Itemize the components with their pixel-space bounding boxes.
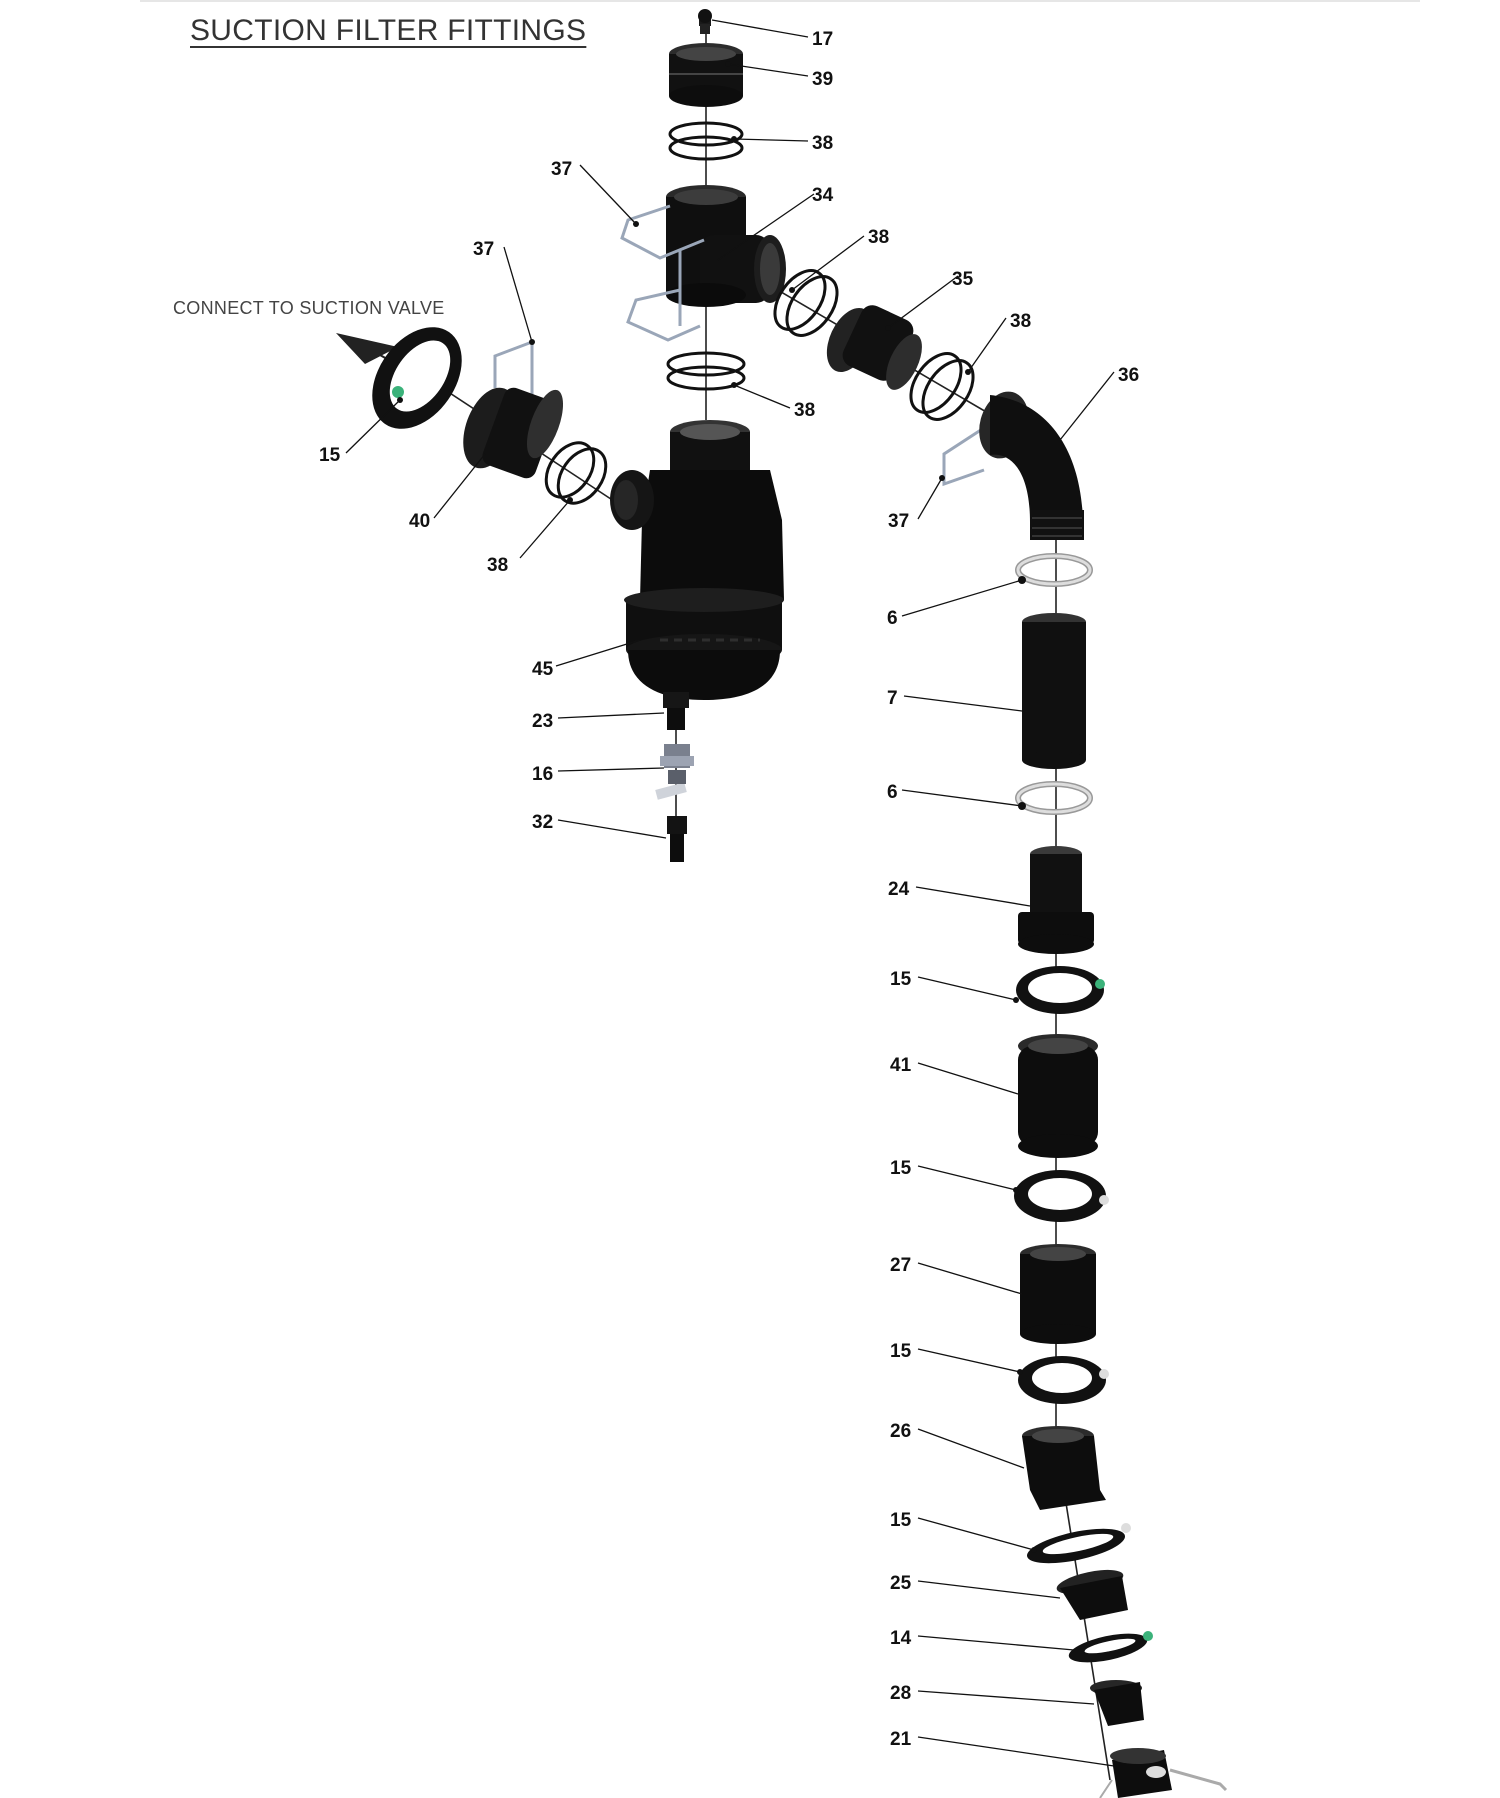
part-26-elbow-flange <box>1022 1426 1106 1510</box>
callout-15-left: 15 <box>319 445 341 466</box>
callout-15-a: 15 <box>890 969 912 990</box>
callout-14: 14 <box>890 1628 912 1649</box>
part-16-drain-valve <box>655 744 694 800</box>
part-6-hose-clamp-lower <box>1015 781 1093 815</box>
part-38-oring-left <box>544 441 608 505</box>
callout-16: 16 <box>532 764 553 785</box>
callout-24: 24 <box>888 879 910 900</box>
diagram-title: SUCTION FILTER FITTINGS <box>190 14 587 47</box>
part-32-hose-tail <box>667 816 687 862</box>
callout-15-d: 15 <box>890 1510 912 1531</box>
part-6-hose-clamp-upper <box>1015 553 1093 587</box>
callout-28: 28 <box>890 1683 911 1704</box>
part-38-oring-right-2 <box>909 352 975 421</box>
callout-34: 34 <box>812 185 834 206</box>
callout-6-b: 6 <box>887 782 898 803</box>
callout-17: 17 <box>812 29 833 50</box>
part-24-hose-tail-flange <box>1018 846 1094 954</box>
part-15-clamp-left <box>372 327 462 429</box>
part-15-clamp-2 <box>1014 1170 1109 1222</box>
callout-41: 41 <box>890 1055 912 1076</box>
part-15-clamp-3 <box>1018 1356 1109 1404</box>
callout-27: 27 <box>890 1255 911 1276</box>
part-35-union <box>826 305 922 390</box>
part-38-oring-top <box>668 121 744 161</box>
callout-6-a: 6 <box>887 608 898 629</box>
callout-40: 40 <box>409 511 430 532</box>
part-14-clamp-small <box>1068 1631 1153 1663</box>
callout-37-a: 37 <box>551 159 572 180</box>
part-23-nipple <box>663 692 689 730</box>
callout-37-b: 37 <box>473 239 494 260</box>
callout-38-e: 38 <box>794 400 815 421</box>
callout-25: 25 <box>890 1573 912 1594</box>
part-28-adapter <box>1090 1680 1144 1726</box>
callout-23: 23 <box>532 711 553 732</box>
callout-38-a: 38 <box>812 133 833 154</box>
callout-21: 21 <box>890 1729 912 1750</box>
callout-32: 32 <box>532 812 553 833</box>
leader-dots <box>397 61 1037 1553</box>
callout-15-c: 15 <box>890 1341 912 1362</box>
callout-15-b: 15 <box>890 1158 912 1179</box>
part-38-oring-mid <box>666 351 746 391</box>
part-38-oring-right-1 <box>773 269 839 337</box>
part-25-reducer <box>1056 1569 1128 1620</box>
part-41-check-valve <box>1018 1034 1098 1158</box>
part-7-hose <box>1022 613 1086 769</box>
callout-38-d: 38 <box>487 555 508 576</box>
callout-36: 36 <box>1118 365 1139 386</box>
part-21-camlock <box>1099 1748 1228 1798</box>
part-40-adapter <box>463 387 564 479</box>
callout-38-c: 38 <box>1010 311 1031 332</box>
part-17-valve-nipple <box>698 9 712 34</box>
callout-26: 26 <box>890 1421 911 1442</box>
part-36-elbow <box>979 391 1084 540</box>
connect-note: CONNECT TO SUCTION VALVE <box>173 298 445 318</box>
part-45-filter-bowl <box>610 420 784 700</box>
callout-45: 45 <box>532 659 554 680</box>
callout-37-c: 37 <box>888 511 909 532</box>
part-39-lid <box>669 43 743 107</box>
callout-labels: 17 39 38 37 34 37 38 35 38 36 15 40 38 3… <box>319 29 1139 1750</box>
callout-35: 35 <box>952 269 974 290</box>
part-15-clamp-4 <box>1027 1523 1131 1564</box>
callout-7: 7 <box>887 688 898 709</box>
callout-38-b: 38 <box>868 227 889 248</box>
part-37-clip-right <box>942 422 991 487</box>
part-37-clip-left <box>493 339 534 410</box>
callout-39: 39 <box>812 69 833 90</box>
part-37-clip-upper <box>620 204 705 342</box>
part-34-tee <box>666 185 786 307</box>
part-15-clamp-1 <box>1016 966 1105 1014</box>
part-27-coupling <box>1020 1244 1096 1344</box>
leader-lines <box>345 19 1115 1767</box>
